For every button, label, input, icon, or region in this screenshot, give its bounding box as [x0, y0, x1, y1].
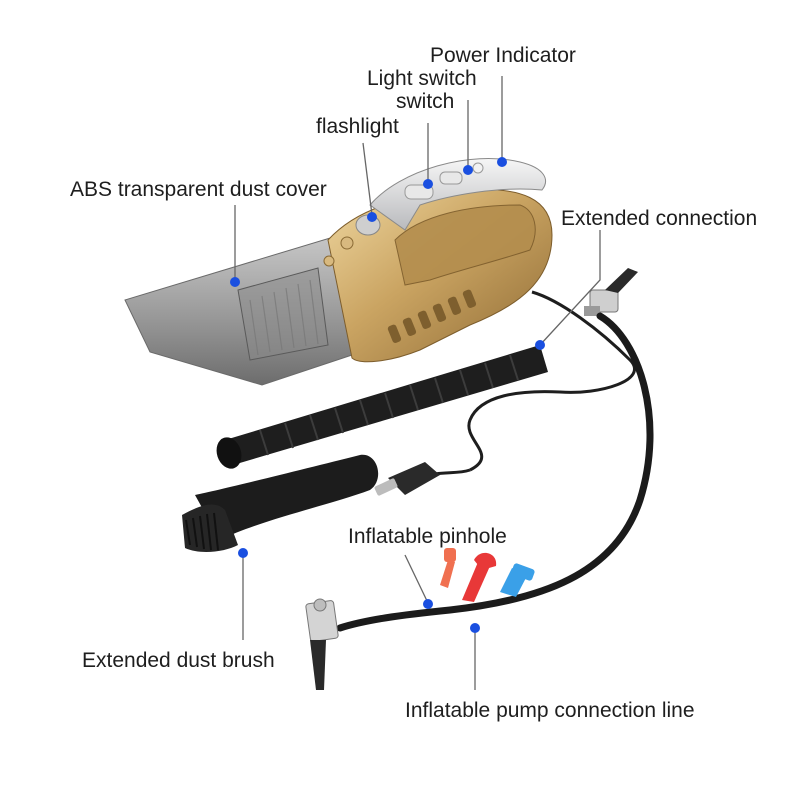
dot-extended-connection — [535, 340, 545, 350]
dot-flashlight — [367, 212, 377, 222]
dot-dust-brush — [238, 548, 248, 558]
label-light-switch: Light switch — [367, 67, 477, 90]
label-pump-line: Inflatable pump connection line — [405, 699, 695, 722]
label-dust-cover: ABS transparent dust cover — [70, 178, 327, 201]
handle-shape — [369, 158, 546, 231]
filter-shape — [237, 267, 329, 361]
power-indicator-light — [472, 162, 484, 174]
vent-slots — [387, 289, 477, 343]
needle-orange — [440, 548, 456, 588]
dot-power-indicator — [497, 157, 507, 167]
label-inflatable-pinhole: Inflatable pinhole — [348, 525, 507, 548]
vacuum-illustration — [124, 158, 553, 386]
leader-lines — [234, 76, 601, 690]
dot-dust-cover — [230, 277, 240, 287]
label-flashlight: flashlight — [316, 115, 399, 138]
pump-chuck-bottom — [305, 598, 339, 690]
label-power-indicator: Power Indicator — [430, 44, 576, 67]
label-dust-brush: Extended dust brush — [82, 649, 275, 672]
label-switch: switch — [396, 90, 455, 113]
dot-light-switch — [463, 165, 473, 175]
needle-red — [462, 552, 497, 602]
handle-grip-shape — [394, 204, 536, 286]
pump-line-shape — [336, 312, 654, 632]
dot-switch — [423, 179, 433, 189]
dust-brush-shape — [182, 454, 379, 552]
needle-blue — [500, 563, 535, 597]
callout-dots — [230, 157, 545, 633]
extension-hose — [216, 345, 548, 469]
label-extended-connection: Extended connection — [561, 207, 758, 230]
car-plug-shape — [374, 462, 440, 496]
dot-inflatable-pinhole — [423, 599, 433, 609]
dot-pump-line — [470, 623, 480, 633]
pump-chuck-top — [584, 268, 638, 316]
light-switch-button-shape — [439, 171, 463, 185]
